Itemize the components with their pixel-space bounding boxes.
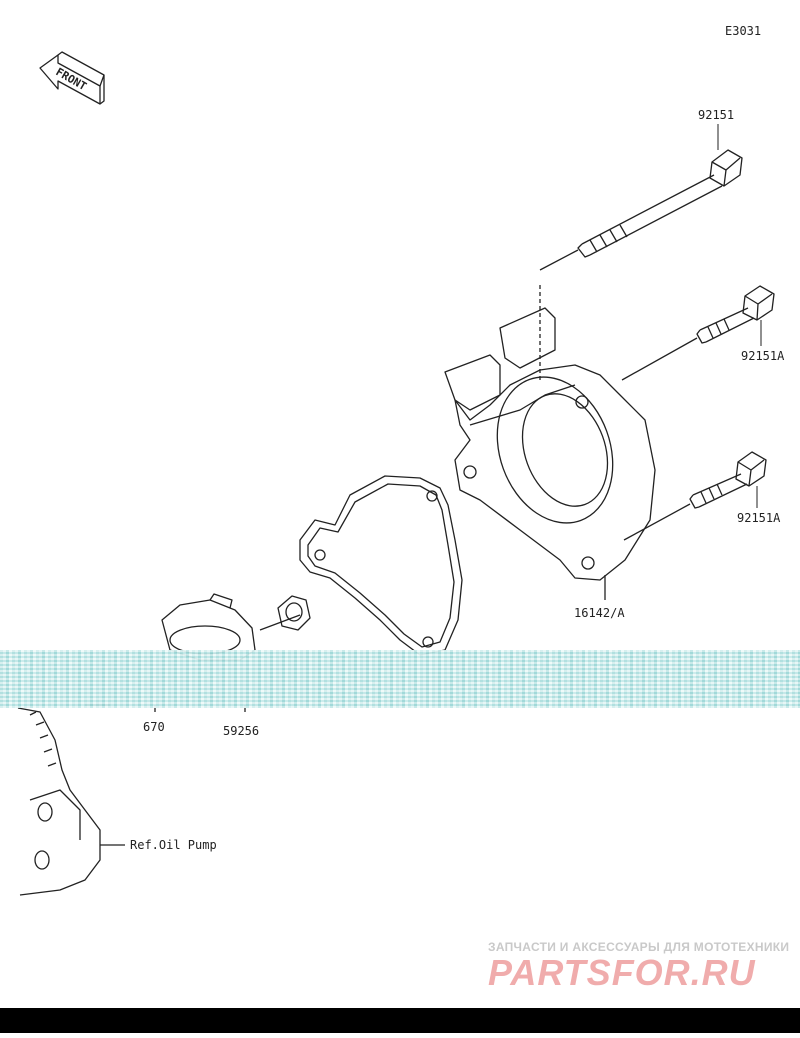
part-label-92151: 92151 [698,108,734,122]
pump-cover-16142a [444,285,656,600]
part-label-670: 670 [143,720,165,734]
part-label-16142a: 16142/A [574,606,625,620]
watermark-logo: PARTSFOR.RU [488,952,756,993]
part-label-92151a-upper: 92151A [741,349,785,363]
front-arrow-icon [39,51,105,105]
bolt-92151a-lower [623,451,767,541]
bolt-92151a-upper [621,285,775,381]
bottom-bar [0,1008,800,1033]
oil-pump-reference [17,704,125,896]
part-label-59256: 59256 [223,724,259,738]
scan-artifact-band [0,650,800,708]
bolt-92151 [539,149,743,271]
diagram-code: E3031 [725,24,761,38]
watermark-tagline: ЗАПЧАСТИ И АКСЕССУАРЫ ДЛЯ МОТОТЕХНИКИ [488,940,790,954]
seal-59256 [277,595,311,631]
part-label-92151a-lower: 92151A [737,511,781,525]
gasket [299,475,463,656]
reference-label: Ref.Oil Pump [130,838,217,852]
